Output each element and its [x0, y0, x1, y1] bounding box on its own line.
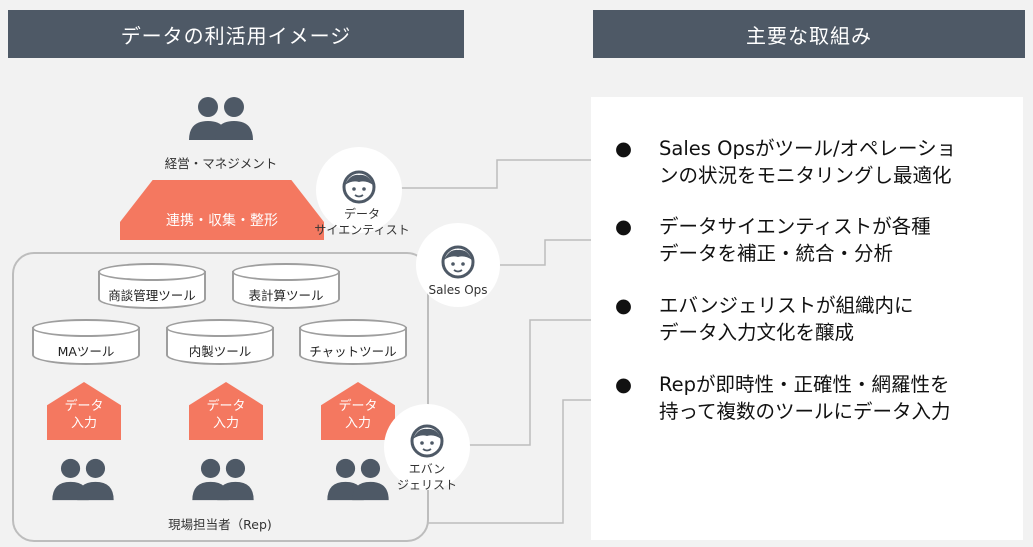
tool-spreadsheet: 表計算ツール — [232, 263, 340, 311]
initiative-text: エバンジェリストが組織内に データ入力文化を醸成 — [659, 294, 914, 344]
data-input-label: データ 入力 — [64, 399, 104, 431]
initiative-text: Sales Opsがツール/オペレーショ ンの状況をモニタリングし最適化 — [659, 137, 957, 187]
tool-inhouse: 内製ツール — [166, 319, 274, 367]
tool-label: 商談管理ツール — [108, 288, 196, 303]
rep-people-icon — [52, 458, 114, 501]
rep-people-icon — [327, 458, 389, 501]
integration-roof: 連携・収集・整形 — [120, 180, 324, 240]
initiatives-panel: ● Sales Opsがツール/オペレーショ ンの状況をモニタリングし最適化 ●… — [591, 97, 1023, 540]
tool-label: 内製ツール — [188, 344, 252, 359]
data-input-label: データ 入力 — [206, 399, 246, 431]
evangelist-bubble — [384, 404, 470, 490]
data-input-label: データ 入力 — [338, 399, 378, 431]
tool-chat: チャットツール — [299, 319, 407, 367]
data-input-arrow: データ 入力 — [321, 382, 395, 440]
tool-ma: MAツール — [32, 319, 140, 367]
connector-evangelist — [468, 319, 591, 446]
data-scientist-bubble — [316, 147, 402, 233]
data-scientist-label: データ サイエンティスト — [314, 207, 410, 237]
management-label: 経営・マネジメント — [164, 156, 278, 171]
data-input-arrow: データ 入力 — [189, 382, 263, 440]
sales-ops-face-icon — [441, 245, 475, 279]
data-scientist-face-icon — [342, 170, 376, 204]
integration-label: 連携・収集・整形 — [166, 213, 278, 229]
rep-people-icon — [192, 458, 254, 501]
initiative-text: Repが即時性・正確性・網羅性を 持って複数のツールにデータ入力 — [659, 373, 951, 423]
tool-label: チャットツール — [309, 344, 397, 359]
initiative-text: データサイエンティストが各種 データを補正・統合・分析 — [659, 215, 931, 265]
evangelist-label: エバン ジェリスト — [396, 462, 457, 492]
connector-data-scientist — [400, 159, 591, 189]
bullet-mark: ● — [615, 294, 633, 317]
tool-label: MAツール — [57, 344, 115, 359]
sales-ops-label: Sales Ops — [428, 283, 488, 297]
evangelist-face-icon — [410, 424, 444, 458]
rep-label: 現場担当者（Rep) — [140, 514, 300, 533]
bullet-mark: ● — [615, 215, 633, 238]
left-header-text: データの利活用イメージ — [120, 23, 352, 48]
bullet-mark: ● — [615, 137, 633, 160]
sales-ops-bubble — [416, 223, 500, 307]
tool-sfa: 商談管理ツール — [98, 263, 206, 311]
management-people-icon — [189, 97, 253, 140]
right-section-header: 主要な取組み — [593, 10, 1025, 58]
data-input-arrow: データ 入力 — [47, 382, 121, 440]
left-section-header: データの利活用イメージ — [8, 10, 464, 58]
tool-label: 表計算ツール — [248, 288, 324, 303]
connector-sales-ops — [498, 239, 591, 266]
bullet-mark: ● — [615, 373, 633, 396]
right-header-text: 主要な取組み — [746, 23, 872, 48]
